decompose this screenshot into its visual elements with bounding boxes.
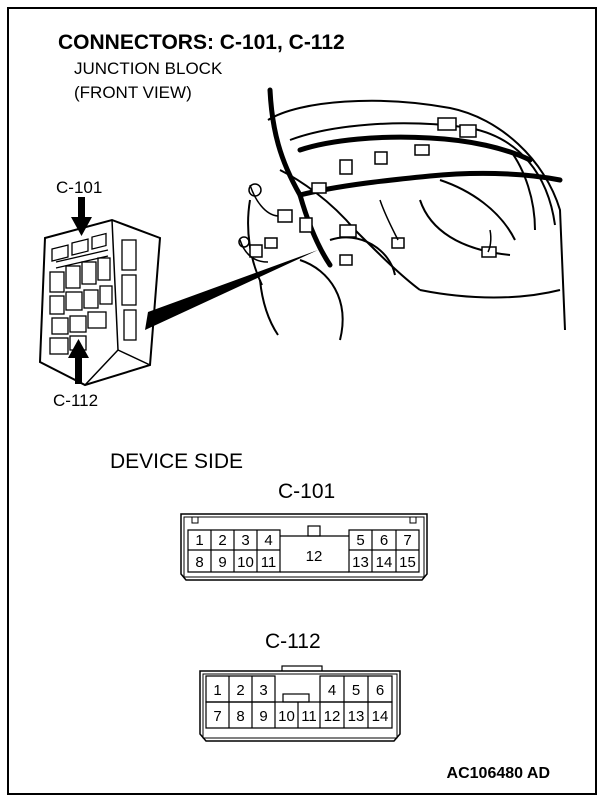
c112-pin: 4 <box>328 682 336 699</box>
c101-pin: 2 <box>218 532 226 549</box>
c101-pin: 11 <box>261 554 277 571</box>
c112-pin: 8 <box>236 708 244 725</box>
c112-pin: 5 <box>352 682 360 699</box>
harness-connectors <box>249 117 497 266</box>
c101-pin: 3 <box>241 532 249 549</box>
c101-pin: 9 <box>218 554 226 571</box>
c101-pin: 4 <box>264 532 272 549</box>
c101-pin-center: 12 <box>306 548 323 565</box>
c112-pin: 11 <box>301 708 317 725</box>
c101-pin: 10 <box>237 554 254 571</box>
subtitle-front-view: (FRONT VIEW) <box>74 83 192 102</box>
c112-pin: 7 <box>213 708 221 725</box>
connector-title-c101: C-101 <box>278 480 336 503</box>
c101-pin: 6 <box>380 532 388 549</box>
c112-pin: 2 <box>236 682 244 699</box>
figure-code: AC106480 AD <box>446 765 550 782</box>
c101-pin: 13 <box>352 554 369 571</box>
branch-wires <box>238 183 492 263</box>
diagram-title: CONNECTORS: C-101, C-112 <box>58 31 345 54</box>
c112-pin: 1 <box>213 682 221 699</box>
c112-pin: 13 <box>348 708 365 725</box>
callout-arrows <box>68 197 92 384</box>
c101-pin: 8 <box>195 554 203 571</box>
connector-c112: 1 2 3 4 5 6 7 8 9 10 11 12 13 14 <box>199 665 401 742</box>
connector-c101: 1 2 3 4 5 6 7 8 9 10 11 13 14 15 12 <box>180 513 428 581</box>
wiring-harness <box>267 87 563 268</box>
junction-block <box>38 218 318 387</box>
c112-pin: 3 <box>259 682 267 699</box>
dashboard-outline <box>247 99 566 341</box>
c112-pin: 14 <box>372 708 389 725</box>
c101-pin: 5 <box>356 532 364 549</box>
c112-pin: 10 <box>278 708 295 725</box>
subtitle-junction-block: JUNCTION BLOCK <box>74 59 223 78</box>
c101-pin: 14 <box>376 554 393 571</box>
c101-pin: 1 <box>195 532 203 549</box>
c101-pin: 15 <box>399 554 416 571</box>
c112-pin: 12 <box>324 708 341 725</box>
connector-title-c112: C-112 <box>265 630 321 653</box>
c112-pin: 6 <box>376 682 384 699</box>
callout-label-c112: C-112 <box>53 391 99 410</box>
device-side-heading: DEVICE SIDE <box>110 450 244 473</box>
callout-label-c101: C-101 <box>56 178 103 197</box>
c112-pin: 9 <box>259 708 267 725</box>
c101-pin: 7 <box>403 532 411 549</box>
